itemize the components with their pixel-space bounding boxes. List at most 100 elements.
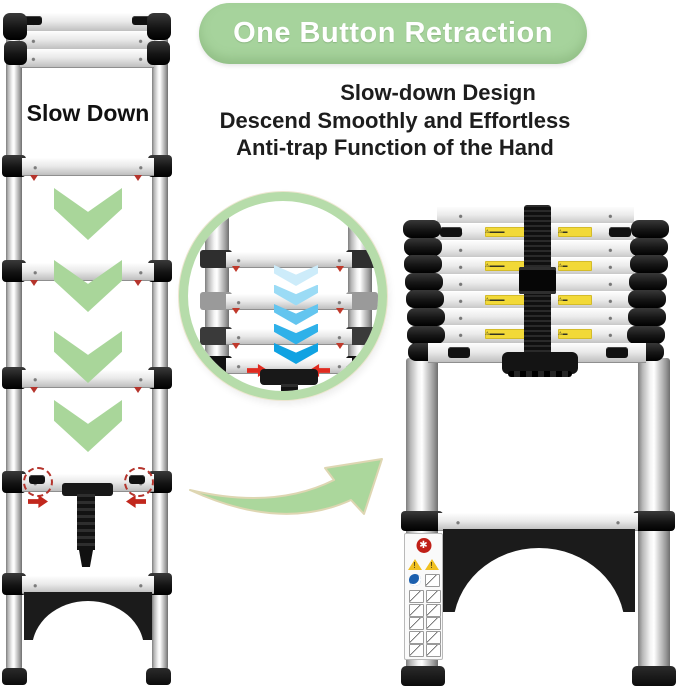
rung-clamp <box>346 292 378 310</box>
retract-button <box>129 475 145 484</box>
pictogram-box <box>409 590 424 603</box>
ladder-foot <box>632 666 676 686</box>
stabilizer-arch <box>24 592 152 640</box>
rung-clamp <box>2 367 26 389</box>
indicator-triangle-icon <box>30 387 38 393</box>
indicator-triangle-icon <box>232 308 240 314</box>
warning-label: ⚠▬▬▬ <box>485 329 531 339</box>
rail-cap <box>147 41 170 65</box>
rail-cap <box>626 325 665 344</box>
lock-button <box>24 16 42 25</box>
rung-clamp <box>148 573 172 595</box>
rail-cap <box>627 308 666 326</box>
rung-clamp <box>346 356 378 374</box>
retract-button <box>29 475 45 484</box>
indicator-triangle-icon <box>30 175 38 181</box>
rail-cap <box>630 237 669 256</box>
warning-triangle-icon <box>425 559 439 570</box>
pictogram-box <box>425 574 440 587</box>
indicator-triangle-icon <box>232 266 240 272</box>
lock-button <box>609 227 631 237</box>
warning-label: ⚠▬ <box>558 227 592 237</box>
lock-button <box>132 16 150 25</box>
button-highlight-circle-icon <box>23 467 53 497</box>
indicator-triangle-icon <box>336 308 344 314</box>
warning-label: ⚠▬▬▬ <box>485 295 531 305</box>
weight-limit-icon: ✱ <box>416 538 431 553</box>
curved-arrow-icon <box>189 458 383 515</box>
ladder-rail <box>6 14 22 670</box>
rung-clamp <box>200 327 232 345</box>
ladder-rail <box>152 14 168 670</box>
rail-cap <box>147 13 171 40</box>
indicator-triangle-icon <box>134 280 142 286</box>
indicator-triangle-icon <box>134 387 142 393</box>
arch-opening <box>453 548 625 612</box>
rail-cap <box>404 255 443 274</box>
strap-stem <box>77 494 95 550</box>
strap-handle <box>260 369 318 385</box>
rail-cap <box>4 41 27 65</box>
rung-clamp <box>148 155 172 177</box>
chevron-down-icon <box>54 400 122 452</box>
rung-clamp <box>2 155 26 177</box>
pictogram-box <box>409 603 424 617</box>
chevron-down-icon <box>54 188 122 240</box>
strap-stem <box>281 384 298 391</box>
indicator-triangle-icon <box>30 280 38 286</box>
indicator-triangle-icon <box>232 343 240 349</box>
warning-label: ⚠▬▬▬ <box>485 227 531 237</box>
rail-cap <box>406 308 445 326</box>
pictogram-box <box>409 630 424 644</box>
rail-cap <box>403 220 441 238</box>
strap-buckle <box>519 267 556 294</box>
carry-handle <box>502 352 578 377</box>
ladder-rung <box>22 263 154 281</box>
pictogram-box <box>426 617 441 630</box>
rung-clamp <box>148 367 172 389</box>
rung-clamp <box>200 356 232 374</box>
pictogram-box <box>409 644 424 657</box>
headline-block: Slow-down Design Descend Smoothly and Ef… <box>175 79 615 162</box>
rail-cap <box>628 272 667 291</box>
warning-sticker: ✱ <box>404 533 443 660</box>
headline-line: Anti-trap Function of the Hand <box>236 135 554 160</box>
ladder-top-rung <box>20 49 154 68</box>
slow-down-label: Slow Down <box>26 100 150 126</box>
retract-button <box>448 347 470 358</box>
press-arrow-icon <box>126 495 146 508</box>
warning-label: ⚠▬ <box>558 295 592 305</box>
rail-cap <box>405 290 444 309</box>
chevron-down-icon <box>274 265 318 286</box>
pictogram-box <box>426 603 441 617</box>
lock-button <box>440 227 462 237</box>
feature-banner: One Button Retraction <box>199 3 587 64</box>
strap-handle <box>62 483 113 496</box>
rail-cap <box>629 255 668 274</box>
indicator-triangle-icon <box>134 175 142 181</box>
indicator-triangle-icon <box>336 343 344 349</box>
stabilizer-arch <box>443 529 635 612</box>
rail-cap <box>3 13 27 40</box>
rung-clamp <box>2 573 26 595</box>
arch-opening <box>32 601 144 640</box>
leg-clamp <box>633 511 675 531</box>
warning-label: ⚠▬ <box>558 261 592 271</box>
strap-tip <box>79 550 93 567</box>
pictogram-box <box>426 590 441 603</box>
rung-clamp <box>200 250 232 268</box>
ladder-foot <box>146 668 171 685</box>
rung-clamp <box>148 260 172 282</box>
rail-cap <box>403 237 442 256</box>
pictogram-box <box>426 630 441 644</box>
indicator-triangle-icon <box>336 266 344 272</box>
pictogram-box <box>409 617 424 630</box>
rung-clamp <box>200 292 232 310</box>
button-highlight-circle-icon <box>124 467 154 497</box>
retract-button <box>606 347 628 358</box>
ladder-rung <box>226 252 352 268</box>
warning-label: ⚠▬▬▬ <box>485 261 531 271</box>
leg-clamp <box>401 511 443 531</box>
rung-clamp <box>346 327 378 345</box>
